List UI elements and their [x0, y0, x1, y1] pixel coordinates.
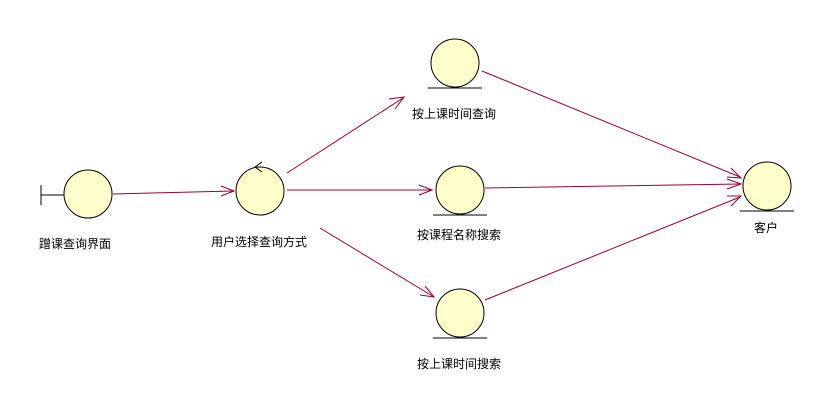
entity-label-time-query: 按上课时间查询: [412, 107, 496, 121]
edge-control-to-time-query: [286, 96, 406, 174]
entity-label-customer: 客户: [754, 220, 778, 235]
boundary-label: 蹭课查询界面: [39, 237, 111, 251]
edge-boundary-to-control: [112, 185, 236, 197]
control-label: 用户选择查询方式: [211, 234, 307, 249]
edge-control-to-name-search: [287, 184, 434, 196]
entity-node-customer[interactable]: 客户: [740, 161, 794, 235]
entity-label-time-search: 按上课时间搜索: [417, 356, 501, 371]
entity-node-name-search[interactable]: 按课程名称搜索: [417, 165, 501, 242]
edge-name-search-to-customer: [484, 178, 743, 190]
control-node[interactable]: 用户选择查询方式: [211, 161, 307, 249]
entity-node-time-search[interactable]: 按上课时间搜索: [417, 288, 501, 371]
edge-time-query-to-customer: [481, 70, 743, 179]
edge-time-search-to-customer: [484, 195, 743, 301]
edge-control-to-time-search: [319, 227, 436, 298]
entity-node-time-query[interactable]: 按上课时间查询: [412, 38, 496, 121]
entity-label-name-search: 按课程名称搜索: [417, 227, 501, 242]
boundary-node[interactable]: 蹭课查询界面: [39, 169, 113, 251]
